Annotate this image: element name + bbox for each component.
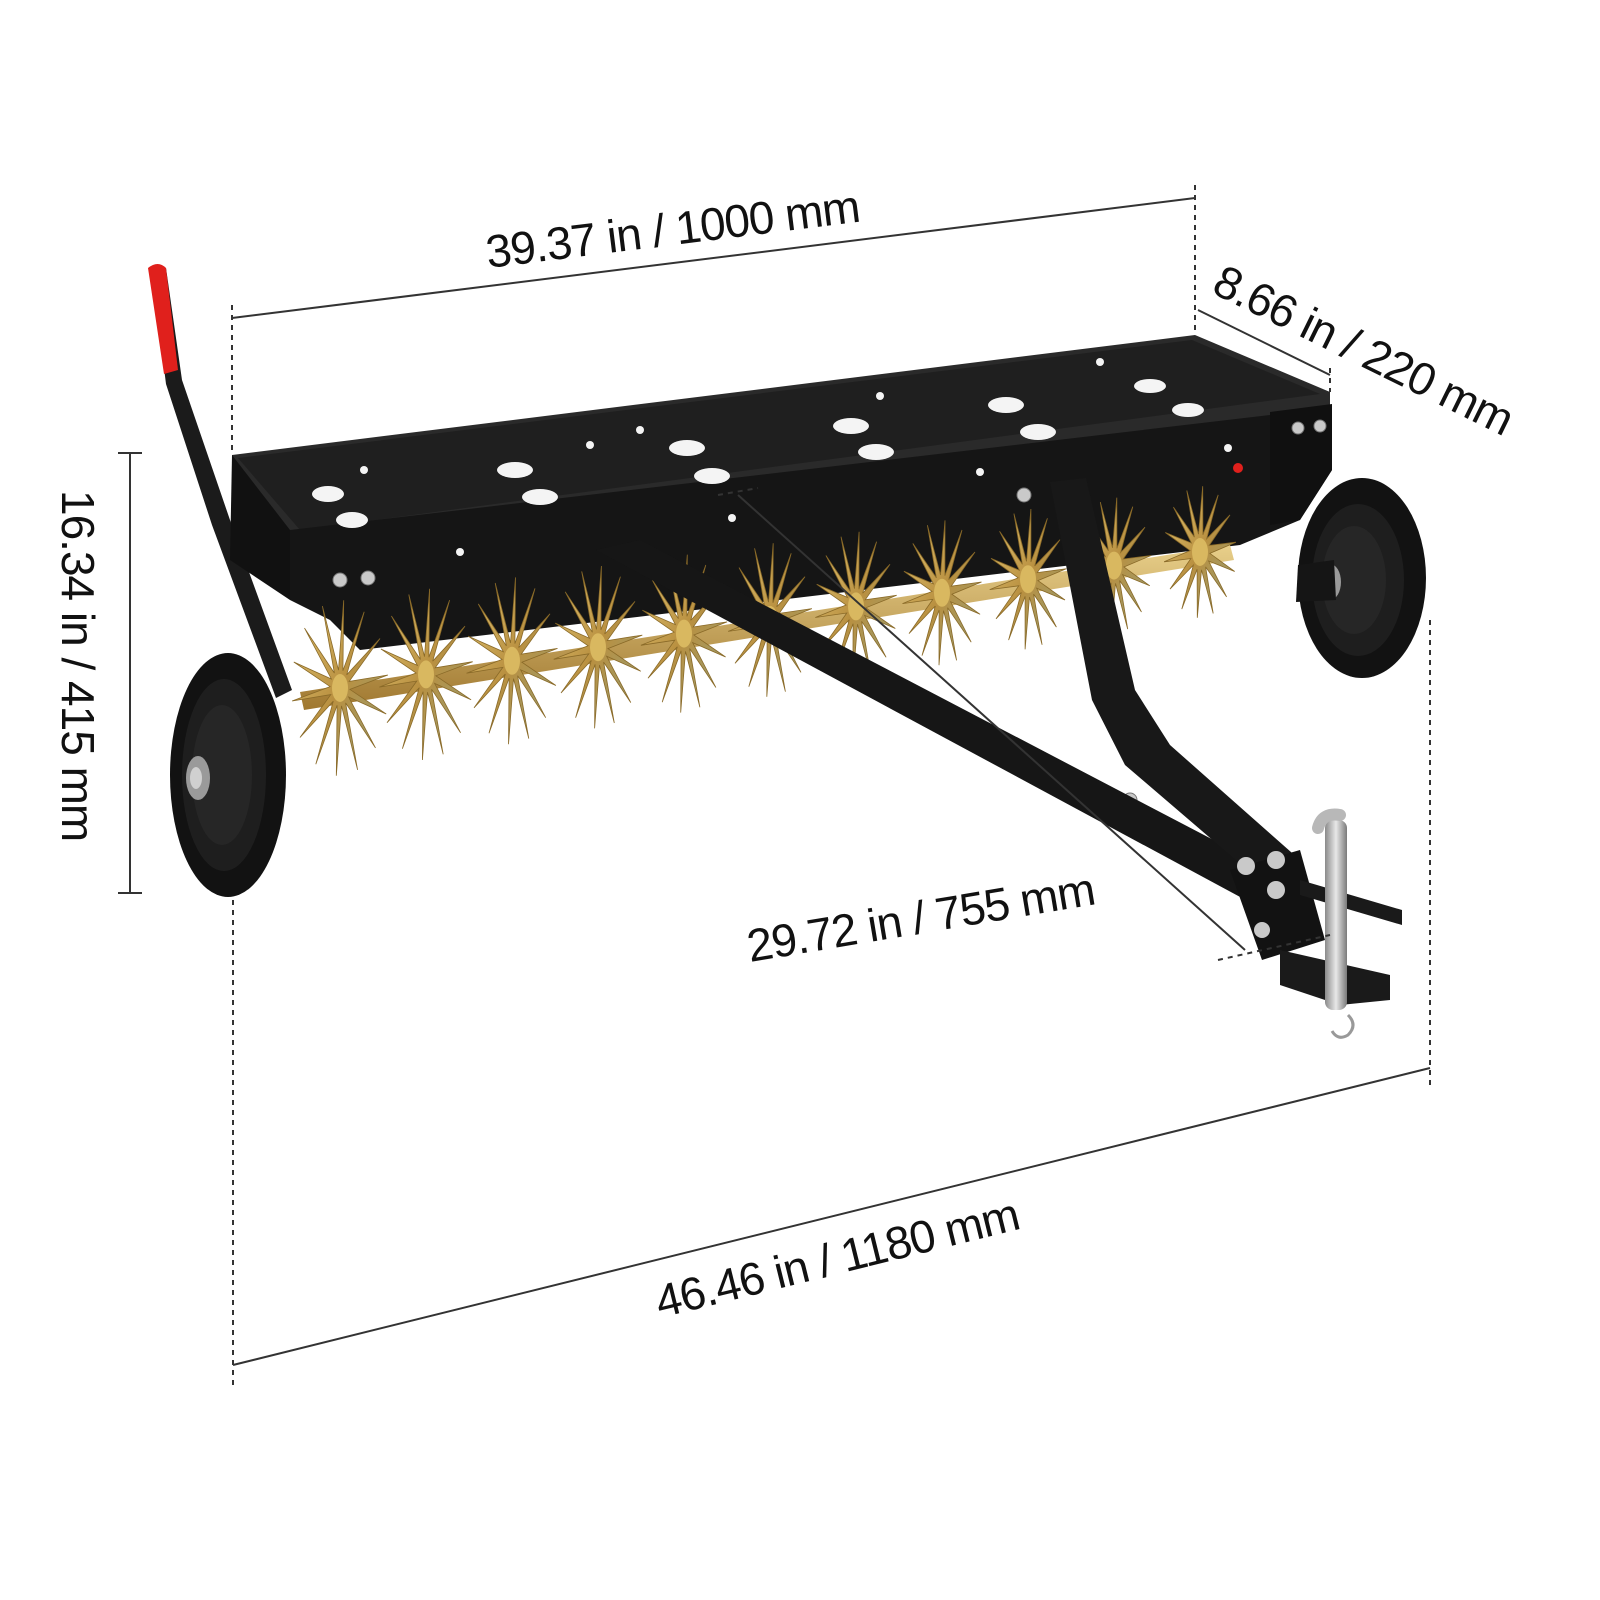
tray-holes [312,358,1232,556]
left-wheel [170,653,286,897]
dimension-lines [118,185,1431,1385]
spike-hub [1020,565,1036,594]
dimension-tow-arm-label: 29.72 in / 755 mm [743,863,1098,972]
dimension-height-label: 16.34 in / 415 mm [52,490,104,841]
aerator-illustration [148,264,1426,1039]
spike-hub [1106,551,1122,580]
reflector [1233,463,1243,473]
spike-hub [418,660,434,689]
spike-hub [504,646,520,675]
right-wheel [1296,478,1426,678]
spike-hub [332,674,348,702]
frame-tray [230,335,1332,813]
spike-hub [934,578,950,607]
hitch-pin [1325,820,1347,1010]
hitch [1237,808,1402,1039]
spike-hub [1192,538,1208,566]
dimension-overall-length-label: 46.46 in / 1180 mm [650,1188,1024,1328]
spike-hub [590,633,606,662]
tow-arm [596,478,1325,960]
spike-hub [676,619,692,648]
spike-hub [848,592,864,621]
handle [148,264,292,698]
handle-grip [148,264,178,374]
